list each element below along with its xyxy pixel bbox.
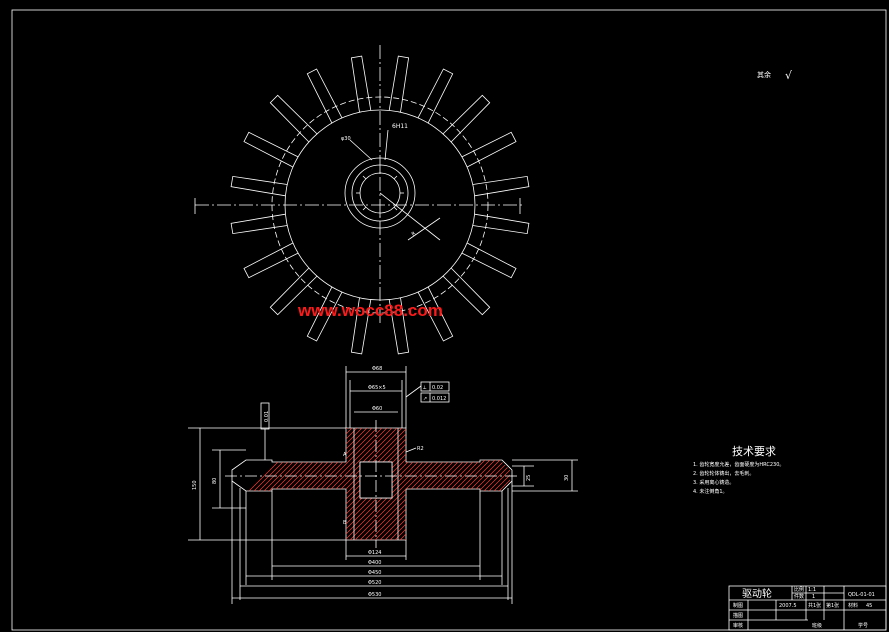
keyway-leader-right	[384, 129, 389, 161]
gear-tooth	[417, 68, 454, 124]
gear-tooth	[472, 175, 530, 197]
dim-bot-520: Φ520	[368, 580, 381, 586]
tech-req-item-4: 4. 未注倒角1。	[693, 488, 728, 495]
tol-frame-1	[420, 381, 450, 392]
left-tol-value: 0.01	[264, 411, 270, 422]
tb-reviewer-label: 审核	[733, 622, 743, 629]
tb-scale-value: 1:1	[808, 587, 816, 593]
gear-tooth	[350, 55, 372, 113]
drawing-border	[11, 9, 887, 631]
tb-designer-label: 制图	[733, 602, 743, 609]
keyway-tolerance-label: 6H11	[392, 123, 408, 130]
gear-tooth	[269, 267, 318, 316]
tb-scale-label: 比例	[794, 586, 804, 593]
tol-2-symbol: ↗	[423, 396, 427, 402]
tb-checker-label: 描图	[733, 612, 743, 619]
gear-front-view	[194, 45, 530, 355]
tol-2-value: 0.012	[432, 396, 446, 402]
tb-qty-value: 1	[812, 594, 815, 600]
tb-class-label: 班级	[812, 622, 822, 629]
tech-req-title: 技术要求	[732, 445, 776, 458]
tb-drawing-no: QDL-01-01	[848, 592, 875, 598]
dim-right-30: 30	[564, 475, 570, 481]
gear-tooth	[388, 297, 410, 355]
radius-dim-line	[407, 217, 441, 241]
gear-tooth	[306, 68, 343, 124]
dim-bot-450: Φ450	[368, 570, 381, 576]
radius-leader-line	[379, 192, 441, 241]
dim-left-150: 150	[192, 480, 198, 490]
dim-top-3: Φ60	[372, 406, 382, 412]
gear-tooth	[472, 213, 530, 235]
label-b: B	[343, 520, 347, 526]
tb-sheet-label: 第1张	[826, 602, 839, 609]
gear-tooth	[442, 267, 491, 316]
small-dim-label: φ30	[341, 136, 351, 142]
watermark-text: www.wocc88.com	[297, 301, 443, 320]
r2-label: R2	[417, 446, 424, 452]
tech-req-item-2: 2. 齿轮轮体铸出，去毛刺。	[693, 470, 754, 477]
tb-id-label: 学号	[858, 622, 868, 629]
label-a: A	[343, 452, 347, 458]
dim-bot-124: Φ124	[368, 550, 381, 556]
tol-1-value: 0.02	[432, 385, 443, 391]
tol-frame-2	[420, 392, 450, 403]
tb-material-value: 45	[866, 603, 872, 609]
tech-req-item-3: 3. 采用离心铸造。	[693, 479, 734, 486]
dim-bot-530: Φ530	[368, 592, 381, 598]
spline-tooth	[362, 175, 367, 180]
gear-tooth	[243, 131, 299, 168]
gear-tooth	[461, 131, 517, 168]
tb-part-name: 驱动轮	[742, 587, 772, 600]
gear-tooth	[388, 55, 410, 113]
surface-note-symbol: √	[785, 69, 793, 82]
dim-right-25: 25	[526, 475, 532, 481]
gear-tooth	[306, 286, 343, 342]
dim-top-2: Φ65×5	[368, 385, 386, 391]
tb-designer-date: 2007.5	[779, 603, 797, 609]
gear-tooth	[417, 286, 454, 342]
tech-req-item-1: 1. 齿轮宽度允差，齿面硬度为HRC230。	[693, 461, 784, 468]
tol-1-symbol: ⟂	[423, 385, 427, 391]
surface-note-text: 其余	[757, 70, 771, 79]
spline-tooth	[393, 175, 398, 180]
spline-tooth	[393, 206, 398, 211]
tb-material-label: 材料	[848, 602, 858, 609]
title-block	[728, 585, 887, 631]
gear-tooth	[461, 242, 517, 279]
gear-tooth	[243, 242, 299, 279]
tb-school-label: 共1张	[808, 602, 821, 609]
gear-tooth	[230, 213, 288, 235]
tol-leader	[405, 385, 422, 398]
dim-bot-400: Φ400	[368, 560, 381, 566]
gear-tooth	[442, 94, 491, 143]
dim-top-1: Φ68	[372, 366, 382, 372]
radius-dim-label: R	[411, 230, 418, 237]
dim-left-80: 80	[212, 478, 218, 484]
tb-qty-label: 件数	[794, 593, 804, 600]
title-block-frame	[728, 585, 887, 631]
gear-tooth	[269, 94, 318, 143]
keyway-leader-left	[349, 139, 373, 161]
gear-tooth	[230, 175, 288, 197]
gear-teeth	[230, 55, 530, 355]
spline-tooth	[362, 206, 367, 211]
gear-tooth	[350, 297, 372, 355]
r2-leader	[405, 447, 417, 453]
